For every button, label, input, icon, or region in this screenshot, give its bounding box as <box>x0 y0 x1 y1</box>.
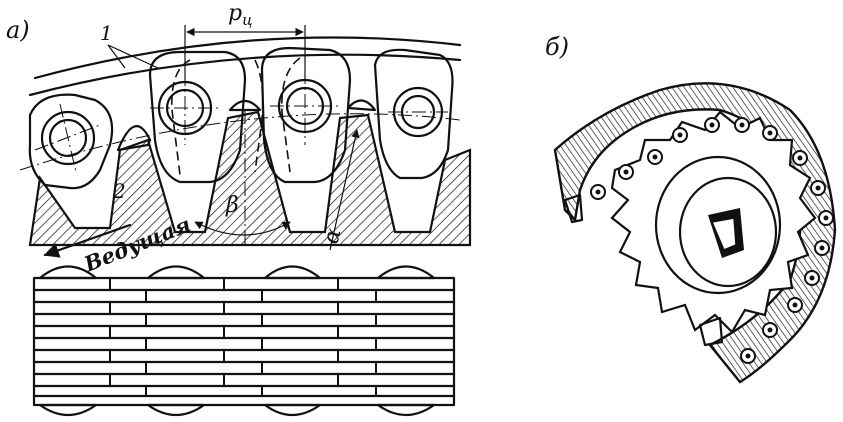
label-alpha: α <box>319 226 347 247</box>
label-num-2: 2 <box>112 179 126 203</box>
panel-a-side-view <box>19 25 472 258</box>
roller <box>270 70 340 145</box>
roller <box>34 103 101 173</box>
roller <box>388 86 448 138</box>
link-plate <box>260 46 352 184</box>
link-plate <box>148 50 247 184</box>
label-pitch: рц <box>228 1 253 29</box>
roller <box>150 72 220 145</box>
label-num-1: 1 <box>100 21 113 45</box>
panel-a-plan-view <box>32 265 456 417</box>
link-plate <box>373 48 454 180</box>
link-plate <box>28 93 114 190</box>
panel-b-sprocket-view <box>553 82 837 384</box>
label-beta: β <box>225 193 239 218</box>
label-part-b: б) <box>545 33 569 61</box>
chain-wrap <box>553 82 837 384</box>
label-part-a: а) <box>6 16 30 44</box>
